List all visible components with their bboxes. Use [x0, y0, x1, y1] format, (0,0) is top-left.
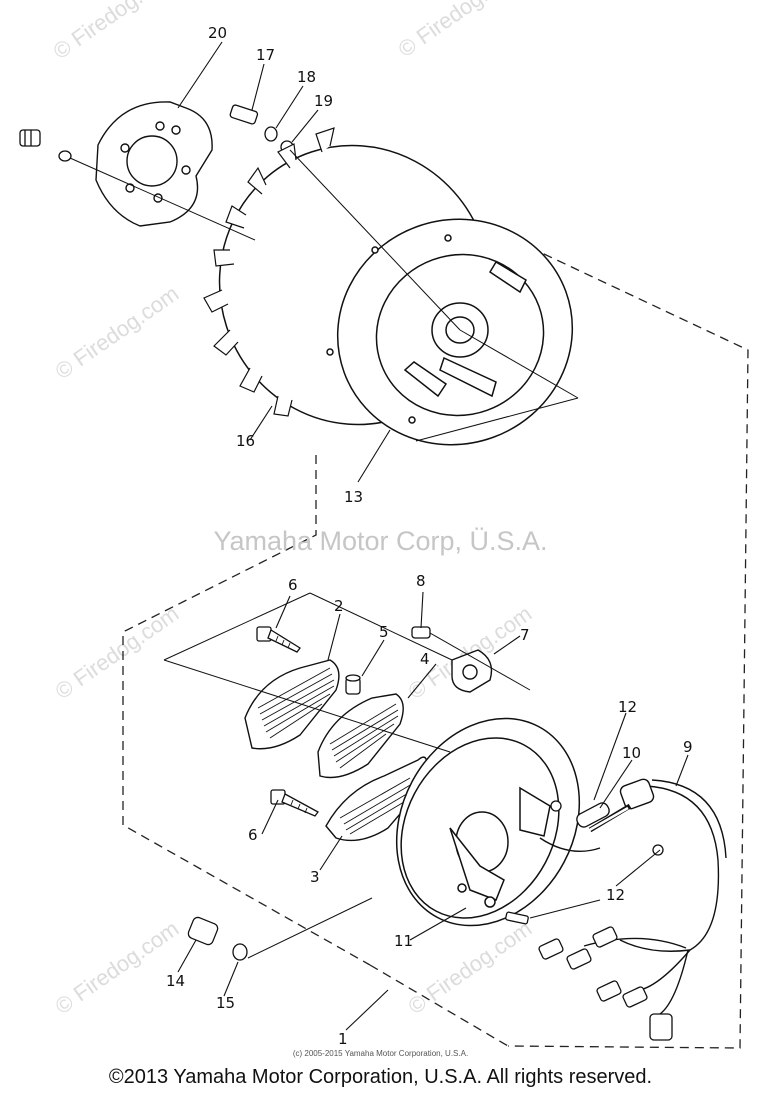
part-12-screws [505, 800, 664, 925]
harness-connectors [538, 926, 673, 1041]
callout-12-lower: 12 [606, 886, 625, 904]
callout-3: 3 [310, 868, 320, 886]
assembly-outline [122, 189, 749, 1049]
callout-4: 4 [420, 650, 430, 668]
callout-5: 5 [379, 623, 389, 641]
callout-20: 20 [208, 24, 227, 42]
center-watermark: Yamaha Motor Corp, Ü.S.A. [213, 526, 548, 556]
parts-14-15 [187, 916, 248, 961]
callout-19: 19 [314, 92, 333, 110]
callout-6-lower: 6 [248, 826, 258, 844]
callout-18: 18 [297, 68, 316, 86]
part-8-bolt [411, 626, 431, 639]
watermark-text: © Firedog.com [404, 916, 537, 1019]
callout-12-upper: 12 [618, 698, 637, 716]
callout-7: 7 [520, 626, 530, 644]
callout-13: 13 [344, 488, 363, 506]
callout-leaders [177, 41, 689, 1031]
watermark-text: © Firedog.com [51, 601, 184, 704]
part-13-flywheel [326, 218, 574, 446]
callout-8: 8 [416, 572, 426, 590]
small-copyright: (c) 2005-2015 Yamaha Motor Corporation, … [292, 1049, 469, 1058]
callout-labels: 20 17 18 19 16 13 6 2 8 5 4 7 12 9 10 6 … [166, 24, 693, 1048]
callout-9: 9 [683, 738, 693, 756]
part-10-condenser [576, 802, 610, 828]
part-6-bolt-lower [270, 789, 319, 817]
callout-15: 15 [216, 994, 235, 1012]
watermark-text: © Firedog.com [51, 281, 184, 384]
part-7-pickup [451, 649, 493, 693]
callout-6-upper: 6 [288, 576, 298, 594]
parts-17-18-19 [229, 104, 294, 154]
part-9-wiring-harness [539, 778, 727, 1015]
part-5-spacer [345, 674, 361, 695]
axis-lines-bottom [163, 592, 531, 959]
callout-1: 1 [338, 1030, 348, 1048]
watermark-text: © Firedog.com [49, 0, 182, 64]
copyright-notice: ©2013 Yamaha Motor Corporation, U.S.A. A… [108, 1066, 653, 1088]
left-bolt [19, 129, 72, 162]
watermark-text: © Firedog.com [394, 0, 527, 62]
callout-11: 11 [394, 932, 413, 950]
axis-lines-top [69, 149, 579, 442]
part-20-plate [95, 101, 213, 227]
part-2-coil [244, 659, 340, 750]
callout-10: 10 [622, 744, 641, 762]
callout-17: 17 [256, 46, 275, 64]
callout-16: 16 [236, 432, 255, 450]
watermark-text: © Firedog.com [51, 916, 184, 1019]
part-6-bolt-upper [256, 626, 301, 653]
callout-14: 14 [166, 972, 185, 990]
part-4-coil [317, 693, 404, 779]
callout-2: 2 [334, 597, 344, 615]
part-1-stator-plate [395, 717, 581, 927]
